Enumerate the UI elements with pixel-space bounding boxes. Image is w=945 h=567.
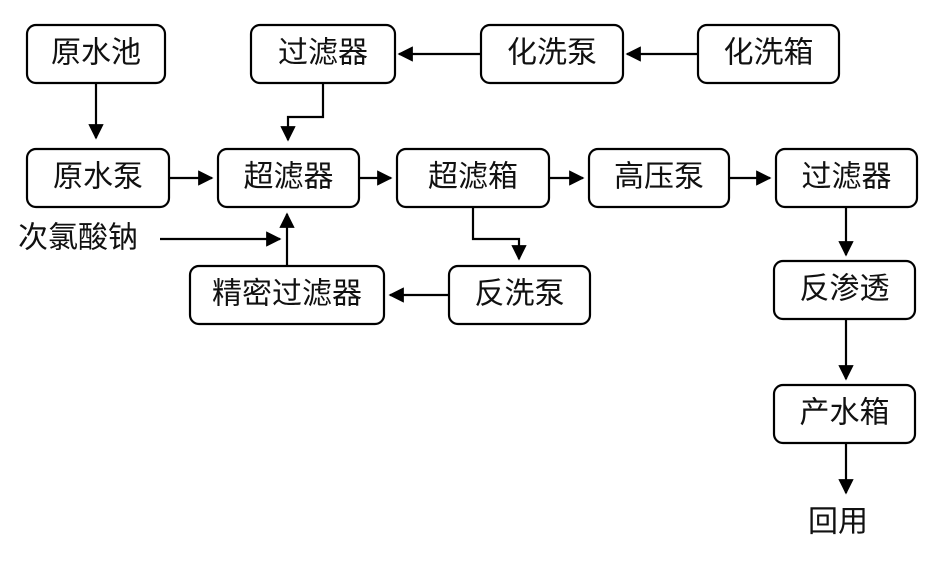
- node-filter-right: 过滤器: [774, 147, 919, 209]
- node-fine-filter-label: 精密过滤器: [212, 277, 362, 312]
- node-raw-water-pump: 原水泵: [25, 147, 171, 209]
- node-filter-right-label: 过滤器: [802, 160, 892, 195]
- edge-uf-tank-to-backwash-pump: [471, 207, 527, 261]
- node-chem-wash-tank-label: 化洗箱: [724, 36, 814, 71]
- node-reverse-osmosis-label: 反渗透: [800, 272, 890, 307]
- node-fine-filter: 精密过滤器: [188, 264, 386, 326]
- node-uf-tank-label: 超滤箱: [428, 160, 518, 195]
- edge-filter-top-to-ultrafilter: [280, 84, 325, 142]
- node-raw-water-pool-label: 原水池: [51, 36, 141, 71]
- node-product-water-tank: 产水箱: [772, 383, 917, 445]
- node-raw-water-pool: 原水池: [25, 23, 167, 85]
- node-chem-wash-pump-label: 化洗泵: [507, 36, 597, 71]
- node-chem-wash-tank: 化洗箱: [696, 23, 841, 85]
- node-filter-top: 过滤器: [249, 23, 397, 85]
- node-high-pressure-pump-label: 高压泵: [614, 160, 704, 195]
- node-raw-water-pump-label: 原水泵: [53, 160, 143, 195]
- node-product-water-tank-label: 产水箱: [800, 396, 890, 431]
- node-high-pressure-pump: 高压泵: [587, 147, 731, 209]
- node-reverse-osmosis: 反渗透: [772, 259, 917, 321]
- node-uf-tank: 超滤箱: [395, 147, 551, 209]
- node-chem-wash-pump: 化洗泵: [479, 23, 625, 85]
- label-reuse: 回用: [808, 505, 868, 540]
- node-backwash-pump-label: 反洗泵: [475, 277, 565, 312]
- node-filter-top-label: 过滤器: [278, 36, 368, 71]
- node-backwash-pump: 反洗泵: [447, 264, 592, 326]
- node-ultrafilter: 超滤器: [216, 147, 361, 209]
- label-sodium-hypochlorite: 次氯酸钠: [18, 221, 138, 256]
- node-ultrafilter-label: 超滤器: [244, 160, 334, 195]
